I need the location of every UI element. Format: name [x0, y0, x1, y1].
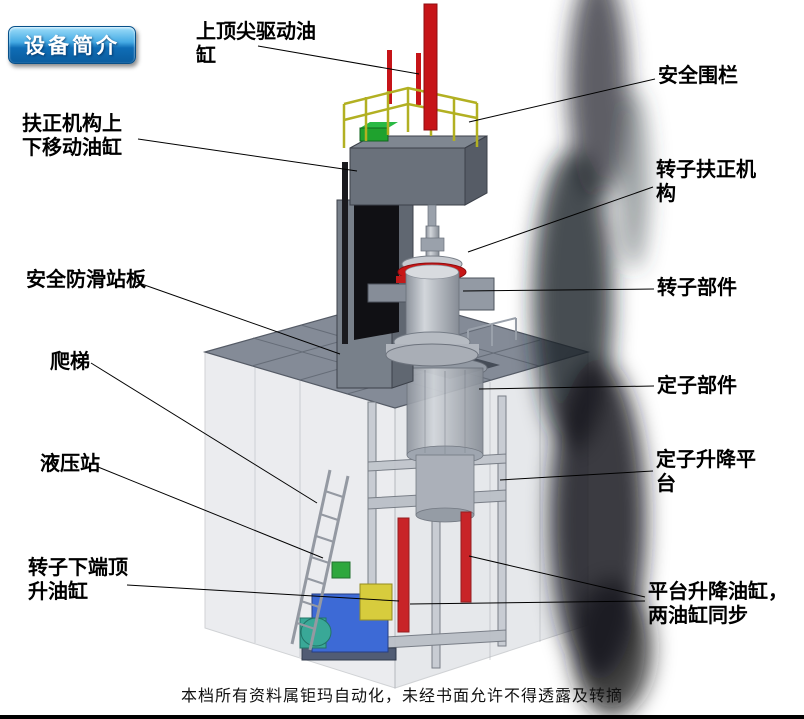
press-column [336, 3, 488, 389]
bottom-edge-bar [0, 715, 804, 719]
label-stator-lift-platform: 定子升降平 台 [656, 449, 756, 496]
equipment-intro-badge: 设备简介 [8, 26, 136, 64]
leader-rotor-centering [467, 186, 654, 253]
leader-safety-fence [468, 78, 656, 123]
label-hydraulic-station: 液压站 [40, 453, 100, 475]
shadow-smudge [533, 0, 652, 716]
interior-equipment [290, 357, 507, 669]
leader-platform-lift-a [468, 555, 646, 598]
label-ladder: 爬梯 [50, 351, 90, 373]
leader-stator-component [478, 385, 655, 390]
label-rotor-centering-mechanism: 转子扶正机 构 [656, 159, 756, 206]
copyright-notice: 本档所有资料属钜玛自动化，未经书面允许不得透露及转摘 [180, 688, 623, 705]
leader-rotor-component [462, 288, 655, 292]
leader-rotor-jack [126, 584, 400, 602]
green-box [359, 127, 389, 142]
top-drive-cylinder-rod [423, 3, 438, 131]
ladder-group [290, 469, 350, 651]
hydraulic-station-group [299, 561, 397, 661]
label-rotor-component: 转子部件 [657, 277, 737, 299]
leader-hydraulic [97, 466, 324, 559]
leader-centering-cylinder [137, 138, 358, 172]
leader-ladder [90, 362, 318, 504]
label-rotor-bottom-jack-cylinder: 转子下端顶 升油缸 [28, 557, 128, 604]
leader-platform-lift-b [409, 600, 646, 605]
label-platform-lift-cylinders: 平台升降油缸， 两油缸同步 [648, 581, 788, 628]
rotor-assembly [367, 204, 495, 367]
leader-top-drive-cylinder [257, 45, 420, 75]
label-anti-slip-platform: 安全防滑站板 [26, 269, 146, 291]
label-safety-fence: 安全围栏 [658, 65, 738, 87]
label-top-drive-cylinder: 上顶尖驱动油 缸 [196, 21, 316, 68]
leader-anti-slip [135, 281, 341, 355]
stator-assembly [402, 357, 488, 523]
green-fitting [331, 561, 351, 579]
hydraulic-valve-block [359, 583, 393, 621]
leader-stator-lift [499, 470, 654, 481]
platform-lift-cylinders-group [397, 511, 472, 633]
label-stator-component: 定子部件 [657, 375, 737, 397]
leader-lines [90, 45, 656, 605]
label-centering-lift-cylinder: 扶正机构上 下移动油缸 [22, 113, 122, 160]
